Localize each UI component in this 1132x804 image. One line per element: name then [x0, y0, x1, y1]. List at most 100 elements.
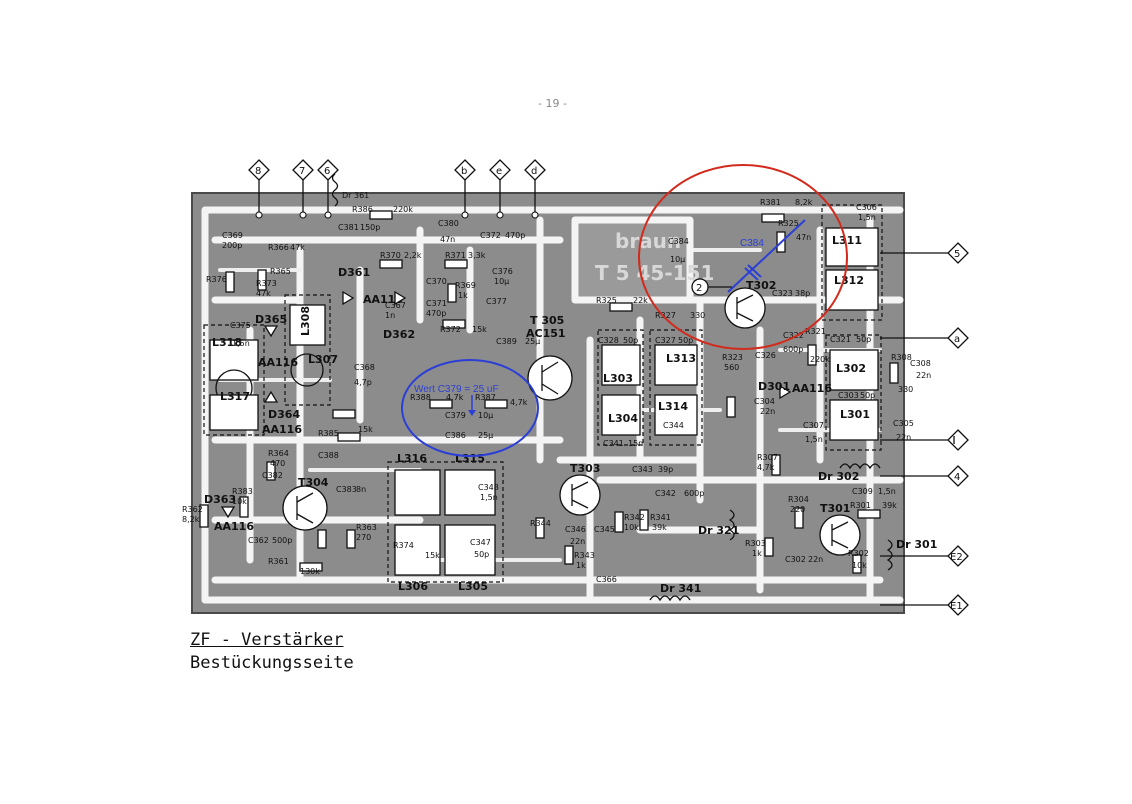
c304-label: C304 [754, 397, 775, 406]
page-number: - 19 - [538, 97, 567, 110]
blue-highlight-ellipse [401, 359, 539, 457]
c389-label: C389 [496, 337, 517, 346]
d364-label: D364 [268, 408, 300, 421]
r381-value: 8,2k [795, 198, 813, 207]
r330-label: 330 [690, 311, 705, 320]
r370-label: R370 [380, 251, 401, 260]
c368-value: 4,7p [354, 378, 372, 387]
l315-label: L315 [455, 452, 485, 465]
connector-8-label: 8 [255, 166, 261, 177]
l314-label: L314 [658, 400, 688, 413]
c362-value: 500p [272, 536, 292, 545]
t305-label: T 305 [530, 314, 564, 327]
c382-label: C382 [262, 471, 283, 480]
c371-label: C371 [426, 299, 447, 308]
resistors [199, 210, 899, 574]
r383-label: R383 [232, 487, 253, 496]
r374-label: R374 [393, 541, 414, 550]
c379-label: C379 [445, 411, 466, 420]
r321-label: R321 [805, 327, 826, 336]
c308-label: C308 [910, 359, 931, 368]
c377-label: C377 [486, 297, 507, 306]
t302-transistor: T302 [724, 279, 776, 329]
aa116c-label: AA116 [262, 423, 302, 436]
r385-label: R385 [318, 429, 339, 438]
c342-value: 600p [684, 489, 704, 498]
r308-value: 330 [898, 385, 913, 394]
d362-diode [394, 290, 407, 306]
c384-annotation-label: C384 [740, 238, 764, 249]
r383-value: 10k [232, 497, 247, 506]
dr301-label: Dr 301 [896, 538, 937, 551]
c376-label: C376 [492, 267, 513, 276]
r341-label: R341 [650, 513, 671, 522]
c341-value: 15n [628, 439, 643, 448]
c302-value: 22n [808, 555, 823, 564]
l303-label: L303 [603, 372, 633, 385]
r388-value: 4,7k [446, 393, 464, 402]
r303-value: 1k [752, 549, 762, 558]
r388-label: R388 [410, 393, 431, 402]
c304-value: 22n [760, 407, 775, 416]
r343-value: 1k [576, 561, 586, 570]
aa116a-label: AA116 [258, 356, 298, 369]
c389-value: 25µ [525, 337, 540, 346]
r325b-label: R325 [778, 219, 799, 228]
c380-label: C380 [438, 219, 459, 228]
dr321-label: Dr 321 [698, 524, 739, 537]
c302-label: C302 [785, 555, 806, 564]
r365-label: R365 [270, 267, 291, 276]
c384-label: C384 [668, 237, 689, 246]
dr302-label: Dr 302 [818, 470, 859, 483]
aa113-label: AA113 [363, 293, 403, 306]
connector-e1: E1 [880, 594, 969, 616]
r364-label: R364 [268, 449, 289, 458]
l313-label: L313 [666, 352, 696, 365]
connector-5: 5 [880, 242, 969, 264]
c370-label: C370 [426, 277, 447, 286]
r308-label: R308 [891, 353, 912, 362]
r376-label: R376 [206, 275, 227, 284]
c306-value: 1,5n [858, 213, 876, 222]
c345-label: C345 [594, 525, 615, 534]
t301-transistor: T301 [819, 502, 861, 556]
c369-value: 200p [222, 241, 242, 250]
connector-a: a [880, 327, 969, 349]
connector-e1-label: E1 [950, 601, 963, 612]
r327-label: R327 [655, 311, 676, 320]
r362-label: R362 [182, 505, 203, 514]
connector-6: 6 [317, 159, 339, 219]
c367-value: 1n [385, 311, 395, 320]
blue-value-note: Wert C379 = 25 uF [414, 384, 499, 395]
c327-value: 50p [678, 336, 693, 345]
r371-label: R371 [445, 251, 466, 260]
connector-4-label: 4 [954, 472, 960, 483]
t303-transistor: T303 [559, 462, 601, 516]
r325-label: R325 [596, 296, 617, 305]
c388-label: C388 [318, 451, 339, 460]
t303-label: T303 [570, 462, 600, 475]
r362-value: 8,2k [182, 515, 200, 524]
caption-subtitle: Bestückungsseite [190, 653, 354, 673]
c344-label: C344 [663, 421, 684, 430]
l302-l301-shield [825, 334, 882, 451]
c307-value: 1,5n [805, 435, 823, 444]
r303-label: R303 [745, 539, 766, 548]
r342-value: 10k [624, 523, 639, 532]
r361-value: 130k [300, 567, 320, 576]
r343-label: R343 [574, 551, 595, 560]
l305-label: L305 [458, 580, 488, 593]
r342-label: R342 [624, 513, 645, 522]
c322-label: C322 [783, 331, 804, 340]
c306-label: C306 [856, 203, 877, 212]
r307-label: R307 [757, 453, 778, 462]
r363-label: R363 [356, 523, 377, 532]
c371-value: 470p [426, 309, 446, 318]
r323-label: R323 [722, 353, 743, 362]
connector-2: 2 [691, 278, 732, 296]
r387-label: R387 [475, 393, 496, 402]
c323-label: C323 [772, 289, 793, 298]
top-connectors: 8 7 6 b e d [248, 159, 546, 219]
